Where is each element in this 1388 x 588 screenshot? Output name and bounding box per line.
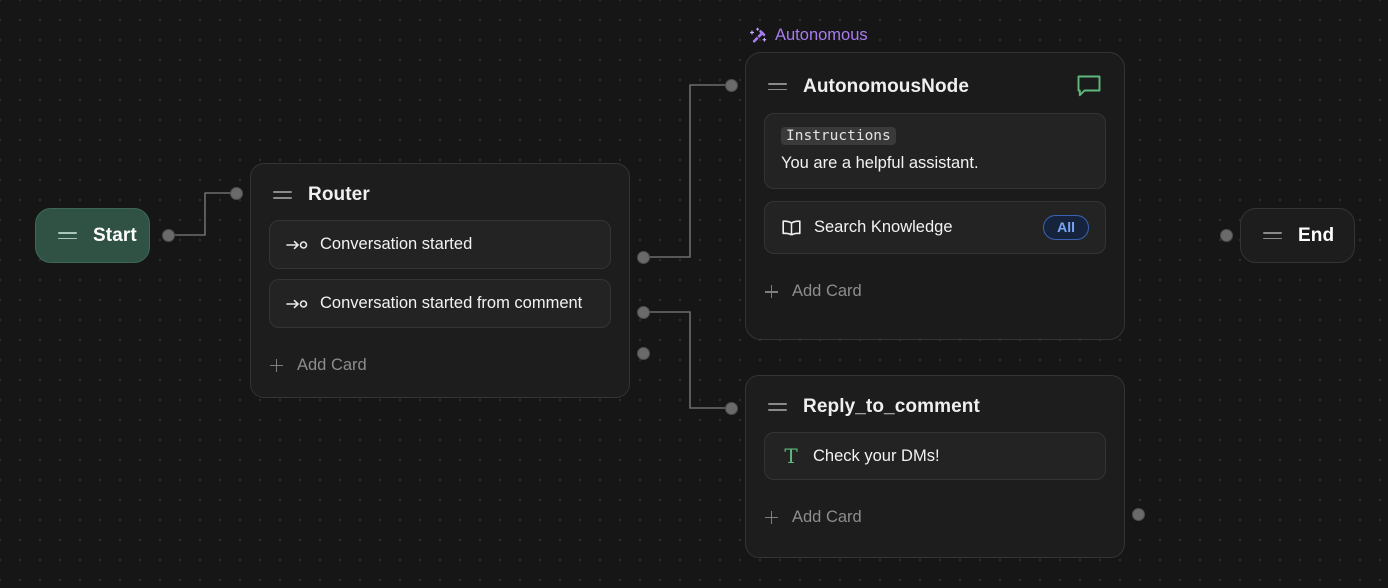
- node-router-header[interactable]: Router: [251, 164, 629, 220]
- drag-handle-icon[interactable]: [273, 191, 292, 199]
- search-knowledge-label: Search Knowledge: [814, 218, 953, 237]
- speech-bubble-icon[interactable]: [1076, 74, 1102, 99]
- node-start[interactable]: Start: [35, 208, 150, 263]
- port-start-output[interactable]: [162, 229, 175, 242]
- edge-start-to-router: [167, 192, 237, 236]
- drag-handle-icon[interactable]: [1263, 231, 1282, 240]
- node-router-title: Router: [308, 184, 370, 205]
- node-reply-body: T Check your DMs!: [746, 432, 1124, 498]
- node-autonomous-header[interactable]: AutonomousNode: [746, 53, 1124, 113]
- edge-router-to-reply: [649, 311, 732, 409]
- port-router-output-3[interactable]: [637, 347, 650, 360]
- search-knowledge-card[interactable]: Search Knowledge All: [764, 201, 1106, 255]
- group-autonomous[interactable]: [745, 52, 1125, 340]
- group-autonomous-title: Autonomous: [775, 26, 868, 44]
- text-t-icon: T: [784, 444, 798, 468]
- drag-handle-icon[interactable]: [768, 82, 787, 91]
- node-router-body: Conversation started Conversation starte…: [251, 220, 629, 346]
- instructions-card[interactable]: Instructions You are a helpful assistant…: [764, 113, 1106, 189]
- node-end-label: End: [1298, 224, 1335, 246]
- route-arrow-icon: [286, 298, 308, 310]
- route-arrow-icon: [286, 239, 308, 251]
- instructions-tag: Instructions: [781, 127, 896, 145]
- router-add-card-label: Add Card: [297, 356, 367, 374]
- port-router-output-2[interactable]: [637, 306, 650, 319]
- port-end-input[interactable]: [1220, 229, 1233, 242]
- drag-handle-icon[interactable]: [768, 403, 787, 411]
- reply-text-card[interactable]: T Check your DMs!: [764, 432, 1106, 480]
- node-autonomous-title: AutonomousNode: [803, 75, 970, 97]
- node-start-label: Start: [93, 224, 137, 246]
- group-autonomous-label[interactable]: Autonomous: [750, 26, 868, 45]
- reply-text-label: Check your DMs!: [813, 446, 940, 465]
- plus-icon: [765, 285, 778, 299]
- port-router-output-1[interactable]: [637, 251, 650, 264]
- node-reply-title: Reply_to_comment: [803, 396, 980, 417]
- magic-wand-icon: [750, 27, 767, 44]
- edge-router-to-autonomous: [649, 84, 732, 258]
- router-route-label: Conversation started from comment: [320, 294, 583, 312]
- plus-icon: [765, 511, 778, 524]
- plus-icon: [270, 359, 283, 372]
- reply-add-card-button[interactable]: Add Card: [746, 498, 1124, 543]
- node-reply-to-comment[interactable]: Reply_to_comment T Check your DMs! Add C…: [745, 375, 1125, 558]
- autonomous-add-card-label: Add Card: [792, 282, 862, 301]
- router-route-label: Conversation started: [320, 235, 473, 253]
- drag-handle-icon[interactable]: [58, 231, 77, 240]
- search-knowledge-scope-badge[interactable]: All: [1043, 215, 1089, 241]
- router-route-card[interactable]: Conversation started from comment: [269, 279, 611, 328]
- node-autonomous-body: Instructions You are a helpful assistant…: [746, 113, 1124, 272]
- port-autonomous-input[interactable]: [725, 79, 738, 92]
- node-end[interactable]: End: [1240, 208, 1355, 263]
- autonomous-add-card-button[interactable]: Add Card: [746, 272, 1124, 317]
- instructions-text: You are a helpful assistant.: [781, 154, 979, 172]
- reply-add-card-label: Add Card: [792, 508, 862, 526]
- node-autonomous[interactable]: AutonomousNode Instructions You are a he…: [745, 52, 1125, 340]
- port-router-input[interactable]: [230, 187, 243, 200]
- port-reply-output[interactable]: [1132, 508, 1145, 521]
- router-add-card-button[interactable]: Add Card: [251, 346, 629, 391]
- port-reply-input[interactable]: [725, 402, 738, 415]
- node-router[interactable]: Router Conversation started: [250, 163, 630, 398]
- book-icon: [781, 219, 802, 237]
- router-route-card[interactable]: Conversation started: [269, 220, 611, 269]
- node-reply-header[interactable]: Reply_to_comment: [746, 376, 1124, 432]
